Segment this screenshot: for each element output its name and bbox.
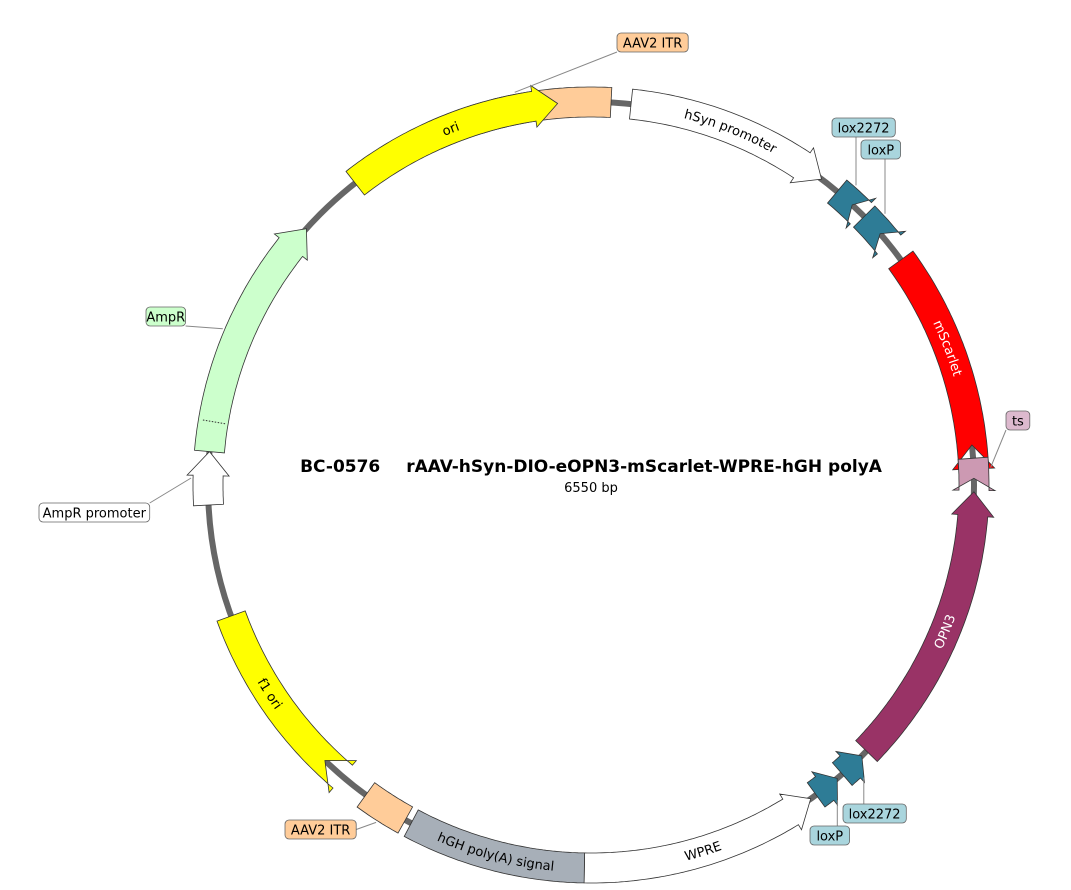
aav2-itr-top-callout-box [616, 32, 689, 53]
ampr-promoter-feature[interactable] [186, 450, 230, 507]
wpre-feature[interactable] [583, 793, 812, 884]
plasmid-id: BC-0576 [300, 457, 380, 477]
loxp-top-callout[interactable]: loxP [860, 139, 901, 214]
ampr-promoter-callout-leader [149, 477, 192, 504]
lox2272-top-feature[interactable] [826, 179, 878, 230]
loxp-top-feature[interactable] [852, 205, 907, 259]
loxp-bottom-callout[interactable]: loxP [809, 800, 850, 846]
loxp-top-callout-box [860, 139, 901, 160]
opn3-feature[interactable] [855, 491, 995, 763]
lox2272-top-callout-label: lox2272 [838, 122, 890, 137]
ampr-callout-box [145, 306, 186, 327]
ampr-feature[interactable] [194, 228, 308, 454]
ts-callout-leader [990, 429, 1007, 468]
aav2-itr-top-callout[interactable]: AAV2 ITR [514, 32, 689, 93]
hsyn-promoter-feature[interactable] [629, 88, 823, 184]
ampr-callout[interactable]: AmpR [145, 306, 223, 330]
callout-layer: AAV2 ITR lox2272 loxP ts lox2272 loxP AAV2 ITR… [38, 32, 1031, 846]
ampr-callout-leader [185, 325, 223, 330]
loxp-bottom-callout-label: loxP [816, 830, 843, 845]
plasmid-name: rAAV-hSyn-DIO-eOPN3-mScarlet-WPRE-hGH po… [406, 457, 883, 477]
lox2272-bottom-feature[interactable] [831, 750, 866, 786]
plasmid-size: 6550 bp [564, 481, 618, 496]
aav2-itr-bottom-callout-box [284, 819, 357, 840]
mscarlet-feature[interactable] [888, 250, 996, 471]
plasmid-title: BC-0576 rAAV-hSyn-DIO-eOPN3-mScarlet-WPRE… [300, 457, 883, 477]
lox2272-bottom-callout-box [842, 803, 907, 824]
ampr-dotted-marker [201, 419, 226, 425]
aav2-itr-top-callout-label: AAV2 ITR [623, 37, 682, 52]
ts-callout-label: ts [1012, 415, 1024, 430]
lox2272-bottom-callout-label: lox2272 [849, 808, 901, 823]
ts-callout-box [1005, 410, 1031, 431]
aav2-itr-top-callout-leader [514, 51, 618, 93]
lox2272-top-callout-box [831, 117, 896, 138]
ts-feature[interactable] [951, 456, 997, 491]
loxp-top-callout-label: loxP [867, 144, 894, 159]
ts-callout[interactable]: ts [990, 410, 1031, 468]
loxp-bottom-callout-box [809, 825, 850, 846]
aav2-itr-bottom-callout-label: AAV2 ITR [291, 824, 350, 839]
f1-ori-feature[interactable] [216, 610, 358, 794]
ori-label-text: ori [440, 120, 461, 140]
lox2272-top-callout[interactable]: lox2272 [831, 117, 896, 186]
lox2272-bottom-callout[interactable]: lox2272 [842, 777, 907, 824]
feature-layer [186, 84, 997, 884]
aav2-itr-bottom-feature[interactable] [356, 782, 414, 834]
ampr-promoter-callout[interactable]: AmpR promoter [38, 477, 192, 523]
hgh-polya-feature[interactable] [403, 809, 586, 884]
aav2-itr-bottom-callout-leader [356, 821, 377, 830]
loxp-bottom-feature[interactable] [806, 771, 838, 808]
ori-feature[interactable] [345, 84, 559, 196]
ampr-callout-label: AmpR [146, 311, 185, 326]
ori-label: ori [440, 120, 461, 140]
ampr-promoter-callout-label: AmpR promoter [43, 507, 147, 522]
ampr-promoter-callout-box [38, 502, 151, 523]
aav2-itr-bottom-callout[interactable]: AAV2 ITR [284, 819, 377, 840]
